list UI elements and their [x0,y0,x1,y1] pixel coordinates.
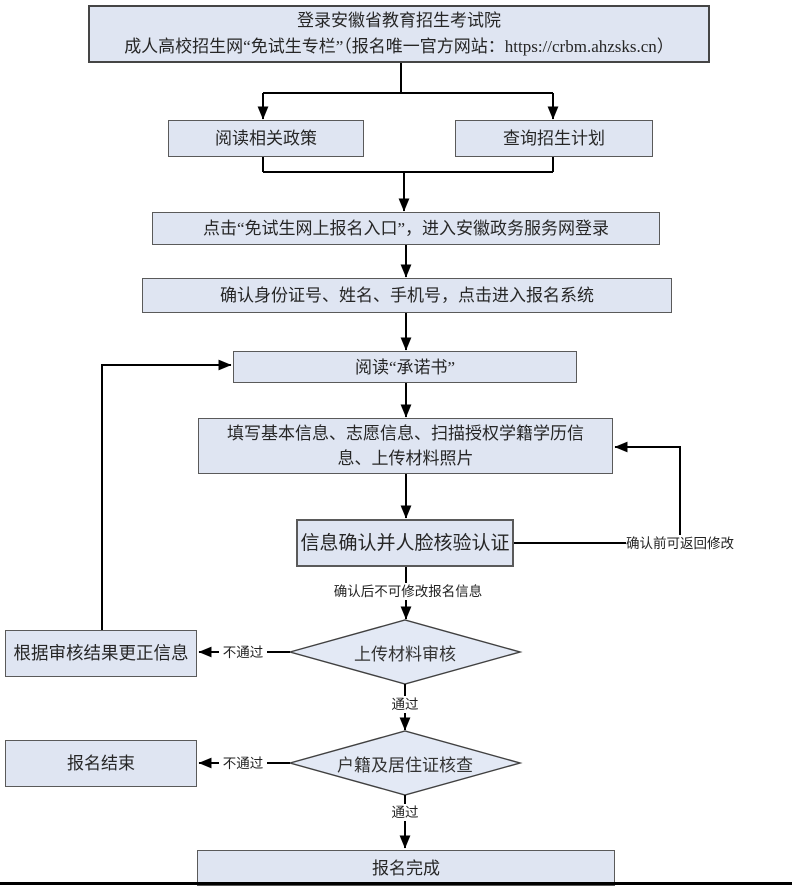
connector-loop-right-to-fill-info [614,441,681,536]
connector-correct-loop-to-commitment [101,359,232,630]
node-click-entry-label: 点击“免试生网上报名入口”，进入安徽政务服务网登录 [202,219,610,238]
node-correct-info: 根据审核结果更正信息 [5,630,197,677]
node-confirm-face-label: 信息确认并人脸核验认证 [300,532,510,554]
review-materials-text: 上传材料审核 [354,644,456,664]
node-read-policy: 阅读相关政策 [168,120,364,157]
node-read-policy-label: 阅读相关政策 [215,129,317,148]
node-confirm-identity-label: 确认身份证号、姓名、手机号，点击进入报名系统 [220,286,594,305]
node-read-commitment-label: 阅读“承诺书” [354,357,456,377]
edge-label-materials-fail: 不通过 [219,644,267,661]
edge-label-after-confirm-locked: 确认后不可修改报名信息 [326,583,490,600]
node-start: 登录安徽省教育招生考试院 成人高校招生网“免试生专栏”（报名唯一官方网站：htt… [88,5,710,63]
node-start-line1: 登录安徽省教育招生考试院 [297,11,501,30]
node-query-plan-label: 查询招生计划 [503,129,605,148]
edge-label-household-fail: 不通过 [219,755,267,772]
node-correct-info-label: 根据审核结果更正信息 [13,643,189,663]
node-click-entry: 点击“免试生网上报名入口”，进入安徽政务服务网登录 [152,212,660,245]
diamond-review-materials-label: 上传材料审核 [290,636,520,668]
node-read-commitment: 阅读“承诺书” [233,351,577,383]
node-registration-end-label: 报名结束 [67,754,135,773]
edge-label-household-pass: 通过 [383,804,427,821]
diamond-household-check [287,730,523,796]
node-confirm-face: 信息确认并人脸核验认证 [296,519,514,567]
node-start-line2: 成人高校招生网“免试生专栏”（报名唯一官方网站：https://crbm.ahz… [124,37,674,56]
node-registration-done-label: 报名完成 [372,859,440,878]
node-confirm-identity: 确认身份证号、姓名、手机号，点击进入报名系统 [142,278,672,313]
node-fill-info-label: 填写基本信息、志愿信息、扫描授权学籍学历信息、上传材料照片 [227,424,584,468]
household-check-text: 户籍及居住证核查 [337,755,473,775]
edge-label-materials-pass: 通过 [383,696,427,713]
node-registration-done: 报名完成 [197,850,615,886]
node-registration-end: 报名结束 [5,740,197,787]
page-bottom-rule [0,882,792,885]
diamond-household-check-label: 户籍及居住证核查 [290,747,520,779]
diamond-review-materials [287,619,523,685]
node-query-plan: 查询招生计划 [455,120,653,157]
edge-label-before-confirm-editable: 确认前可返回修改 [626,535,738,552]
node-fill-info: 填写基本信息、志愿信息、扫描授权学籍学历信息、上传材料照片 [198,418,613,474]
